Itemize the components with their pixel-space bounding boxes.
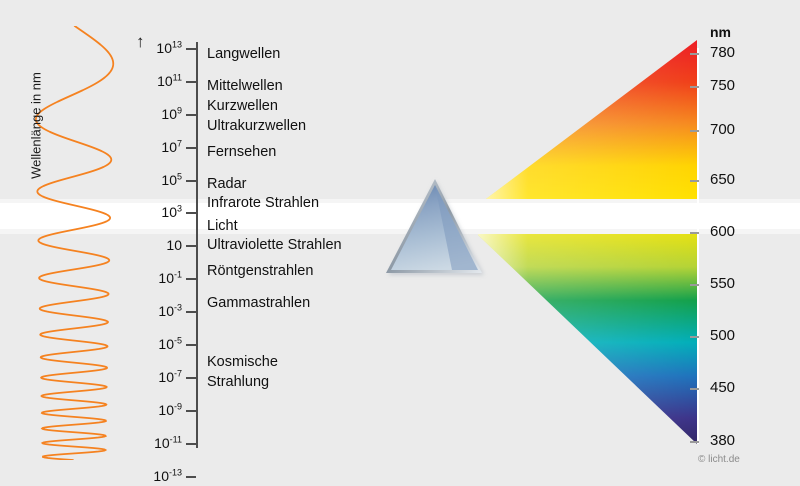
- left-axis-tick-label: 109: [161, 105, 182, 122]
- left-axis-line: [196, 42, 198, 448]
- left-axis-tick: [186, 377, 196, 379]
- left-axis-tick: [186, 180, 196, 182]
- left-axis-title: Wellenlänge in nm: [28, 72, 44, 179]
- left-axis-tick-label: 1011: [157, 72, 182, 89]
- light-band-glow-bottom: [0, 229, 800, 234]
- band-label: Langwellen: [207, 46, 281, 62]
- nm-axis-unit: nm: [710, 24, 731, 40]
- nm-axis-tick-label: 380: [710, 432, 736, 449]
- nm-axis-tick: [690, 232, 699, 234]
- nm-axis-tick: [690, 53, 699, 55]
- band-label: Gammastrahlen: [207, 295, 311, 311]
- left-axis-tick: [186, 81, 196, 83]
- wavelength-sine-wave-icon: [35, 26, 115, 460]
- visible-spectrum-fan: [478, 40, 697, 444]
- left-axis-tick: [186, 114, 196, 116]
- band-label: Fernsehen: [207, 144, 277, 160]
- left-axis-tick-label: 103: [161, 203, 182, 220]
- left-axis-tick-label: 10-3: [158, 302, 182, 319]
- left-axis-tick-label: 10-7: [158, 368, 182, 385]
- nm-axis-tick-label: 650: [710, 171, 736, 188]
- left-axis-tick: [186, 443, 196, 445]
- band-label: Kurzwellen: [207, 98, 278, 114]
- left-axis-tick: [186, 311, 196, 313]
- nm-axis-tick: [690, 180, 699, 182]
- nm-axis-tick-label: 600: [710, 223, 736, 240]
- nm-axis-tick: [690, 388, 699, 390]
- left-axis-tick: [186, 344, 196, 346]
- nm-axis-tick-label: 780: [710, 44, 736, 61]
- copyright-notice: © licht.de: [698, 454, 740, 465]
- left-axis-tick-label: 107: [161, 138, 182, 155]
- light-band-glow-top: [0, 199, 800, 204]
- left-axis-tick-label: 10-5: [158, 335, 182, 352]
- left-axis-tick-label: 1013: [156, 39, 182, 56]
- nm-axis-tick: [690, 130, 699, 132]
- glass-prism: [386, 179, 484, 275]
- band-label: Radar: [207, 176, 247, 192]
- left-axis-tick: [186, 147, 196, 149]
- left-axis-tick: [186, 48, 196, 50]
- nm-axis-tick-label: 450: [710, 379, 736, 396]
- nm-axis-tick-label: 550: [710, 275, 736, 292]
- nm-axis-tick: [690, 336, 699, 338]
- left-axis-tick-label: 10-13: [153, 467, 182, 484]
- nm-axis-tick: [690, 441, 699, 443]
- nm-axis-tick-label: 700: [710, 121, 736, 138]
- band-label: Ultrakurzwellen: [207, 118, 307, 134]
- left-axis-tick-label: 10: [166, 237, 182, 253]
- band-label: Infrarote Strahlen: [207, 195, 320, 211]
- left-axis-tick: [186, 410, 196, 412]
- band-label: Strahlung: [207, 374, 270, 390]
- visible-light-band: [0, 203, 800, 229]
- left-axis-tick: [186, 212, 196, 214]
- left-axis-tick-label: 10-11: [154, 434, 182, 451]
- nm-axis-line: [697, 48, 699, 444]
- band-label: Licht: [207, 218, 238, 234]
- left-axis-tick-label: 10-1: [158, 269, 182, 286]
- band-label: Mittelwellen: [207, 78, 283, 94]
- nm-axis-tick: [690, 86, 699, 88]
- nm-axis-tick-label: 750: [710, 77, 736, 94]
- left-axis-tick: [186, 278, 196, 280]
- left-axis-tick-label: 10-9: [158, 401, 182, 418]
- left-axis-tick-label: 105: [161, 171, 182, 188]
- nm-axis-tick: [690, 284, 699, 286]
- left-axis-tick: [186, 245, 196, 247]
- band-label: Röntgenstrahlen: [207, 263, 314, 279]
- band-label: Ultraviolette Strahlen: [207, 237, 342, 253]
- nm-axis-tick-label: 500: [710, 327, 736, 344]
- band-label: Kosmische: [207, 354, 278, 370]
- left-axis-tick: [186, 476, 196, 478]
- left-axis-arrow-icon: ↑: [136, 32, 145, 51]
